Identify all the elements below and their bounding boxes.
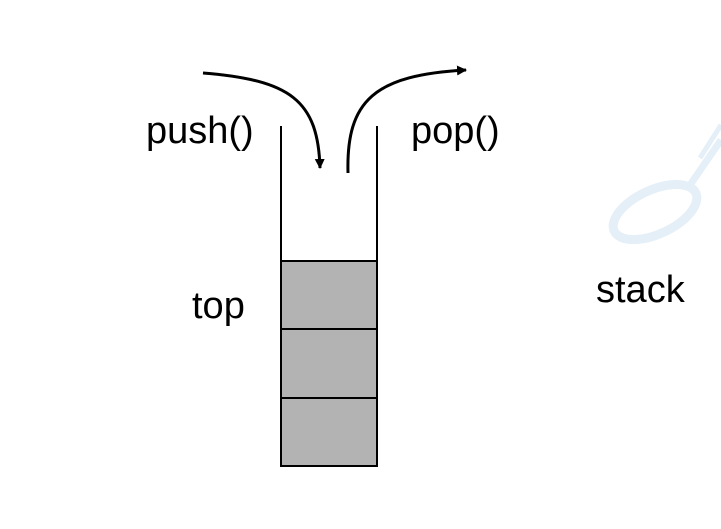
- pop-label: pop(): [411, 110, 500, 152]
- logo-watermark-icon: [608, 123, 721, 245]
- push-arrow: [202, 71, 325, 169]
- push-label: push(): [146, 110, 254, 152]
- top-label: top: [192, 285, 245, 327]
- stack-slot-middle: [280, 328, 378, 399]
- stack-slot-bottom: [280, 397, 378, 467]
- stack-slot-top: [280, 260, 378, 330]
- pop-arrow: [346, 65, 467, 174]
- stack-label: stack: [596, 269, 686, 311]
